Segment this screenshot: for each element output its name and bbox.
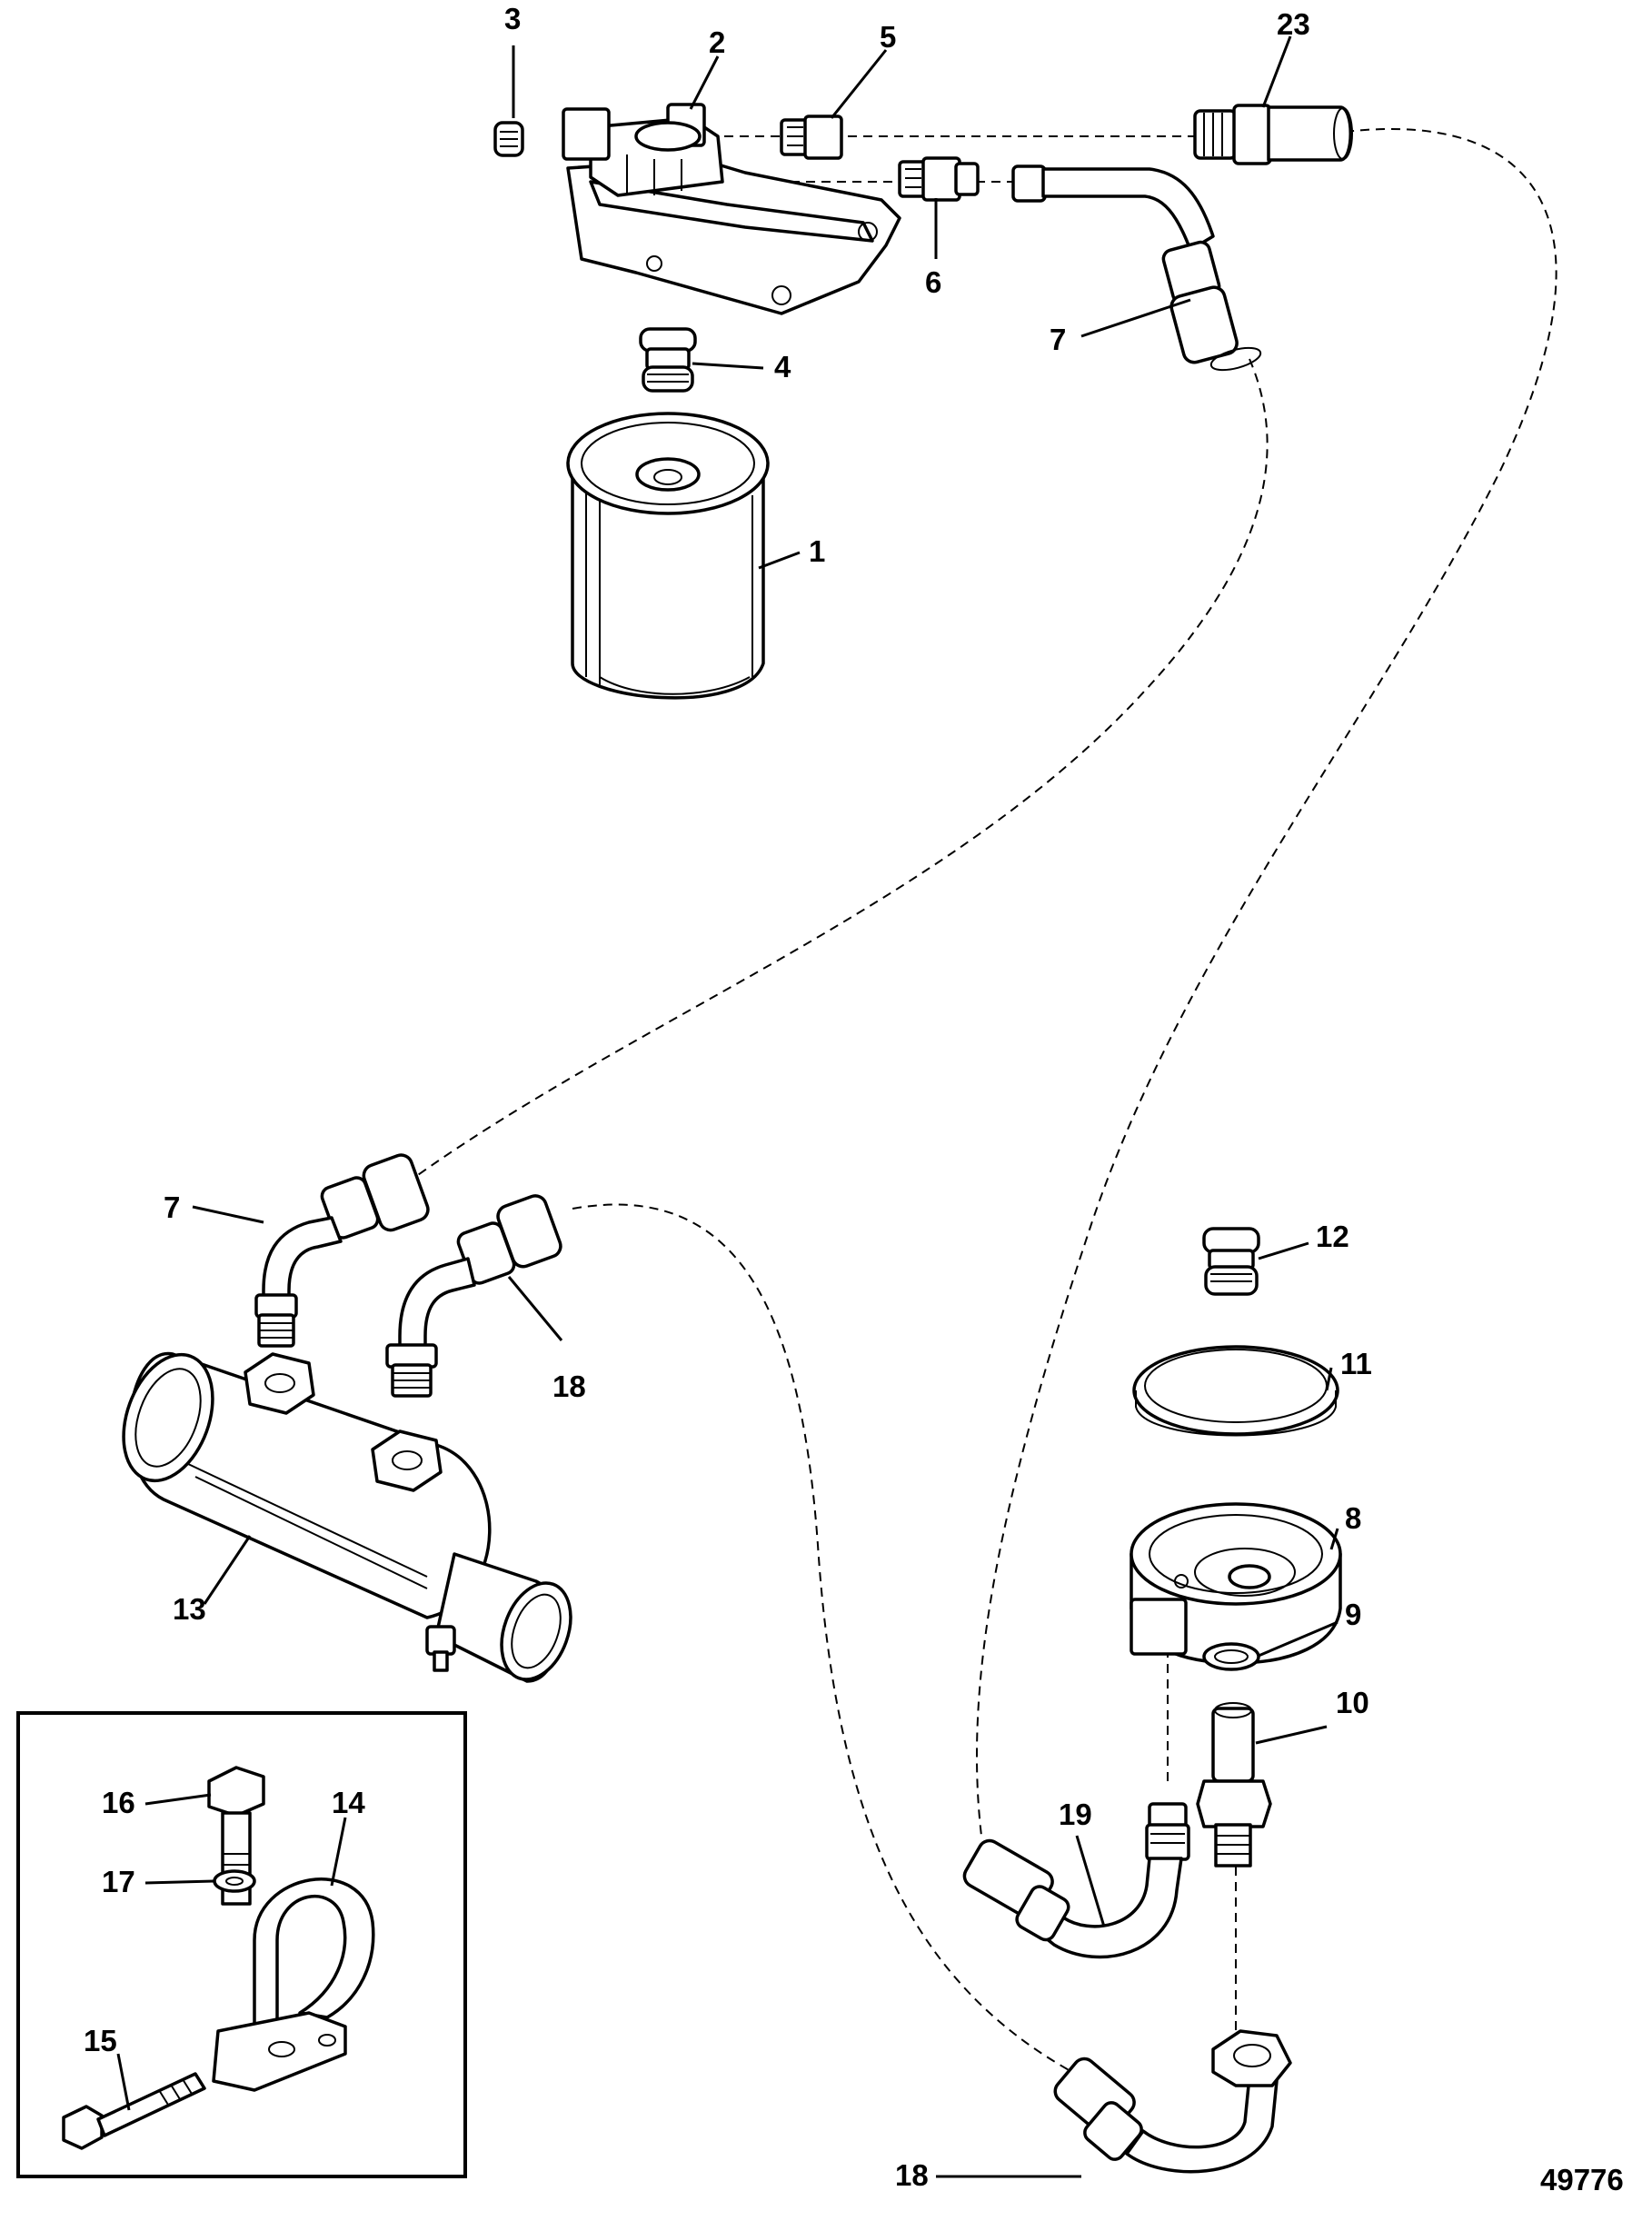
fuel-tube-upper-part-7	[1011, 164, 1262, 372]
screw-part-15	[62, 2072, 206, 2150]
fuel-filter-element-part-1	[566, 412, 770, 700]
callout-9: 9	[1345, 1598, 1361, 1631]
center-nipple-part-4	[639, 327, 697, 393]
pipe-plug-part-3	[493, 121, 524, 157]
filter-base-bracket-part-2	[562, 103, 901, 315]
fuel-tube-part-19	[962, 1802, 1190, 1959]
fuel-cooler-part-13	[122, 1351, 572, 1683]
callout-19: 19	[1059, 1798, 1092, 1831]
callout-7-lower: 7	[164, 1190, 180, 1224]
callout-15: 15	[84, 2024, 117, 2057]
sealing-ring-part-11	[1132, 1345, 1339, 1437]
leader-lines	[116, 35, 1339, 2178]
callout-12: 12	[1316, 1220, 1349, 1253]
callout-10: 10	[1336, 1686, 1369, 1719]
callout-7-upper: 7	[1050, 323, 1066, 356]
callout-18-lower: 18	[895, 2158, 929, 2192]
filter-adapter-part-8	[1130, 1502, 1342, 1665]
callout-16: 16	[102, 1786, 135, 1819]
fuel-tube-lower-part-18	[1053, 2029, 1292, 2174]
clamp-part-14	[212, 1877, 375, 2092]
callout-5: 5	[880, 20, 896, 54]
callout-6: 6	[925, 265, 941, 299]
callout-13: 13	[173, 1592, 206, 1626]
callout-numbers: 1 2 3 4 5 6 7 7 8 9 10 11 12 13 14 15 16…	[84, 2, 1624, 2196]
callout-1: 1	[809, 534, 825, 568]
fitting-part-6	[898, 156, 980, 202]
hose-fitting-part-23	[1193, 104, 1353, 165]
callout-18-upper: 18	[552, 1369, 586, 1403]
callout-23: 23	[1277, 7, 1310, 41]
connector-part-10	[1196, 1702, 1272, 1867]
callout-14: 14	[332, 1786, 365, 1819]
lock-washer-part-17	[213, 1869, 256, 1893]
fuel-tube-lower-part-7	[254, 1153, 430, 1348]
clamp-hardware-inset	[16, 1711, 467, 2178]
callout-11: 11	[1340, 1347, 1372, 1380]
figure-number: 49776	[1540, 2163, 1624, 2196]
fuel-tube-upper-part-18	[385, 1194, 562, 1398]
o-ring-part-9	[1202, 1642, 1260, 1671]
fitting-part-5	[780, 115, 843, 160]
callout-4: 4	[774, 350, 791, 383]
callout-17: 17	[102, 1865, 135, 1898]
hose-routing-lines	[408, 127, 1557, 2073]
fitting-part-12	[1202, 1227, 1260, 1296]
callout-8: 8	[1345, 1501, 1361, 1535]
inset-frame	[16, 1711, 467, 2178]
callout-3: 3	[504, 2, 521, 35]
callout-2: 2	[709, 25, 725, 59]
